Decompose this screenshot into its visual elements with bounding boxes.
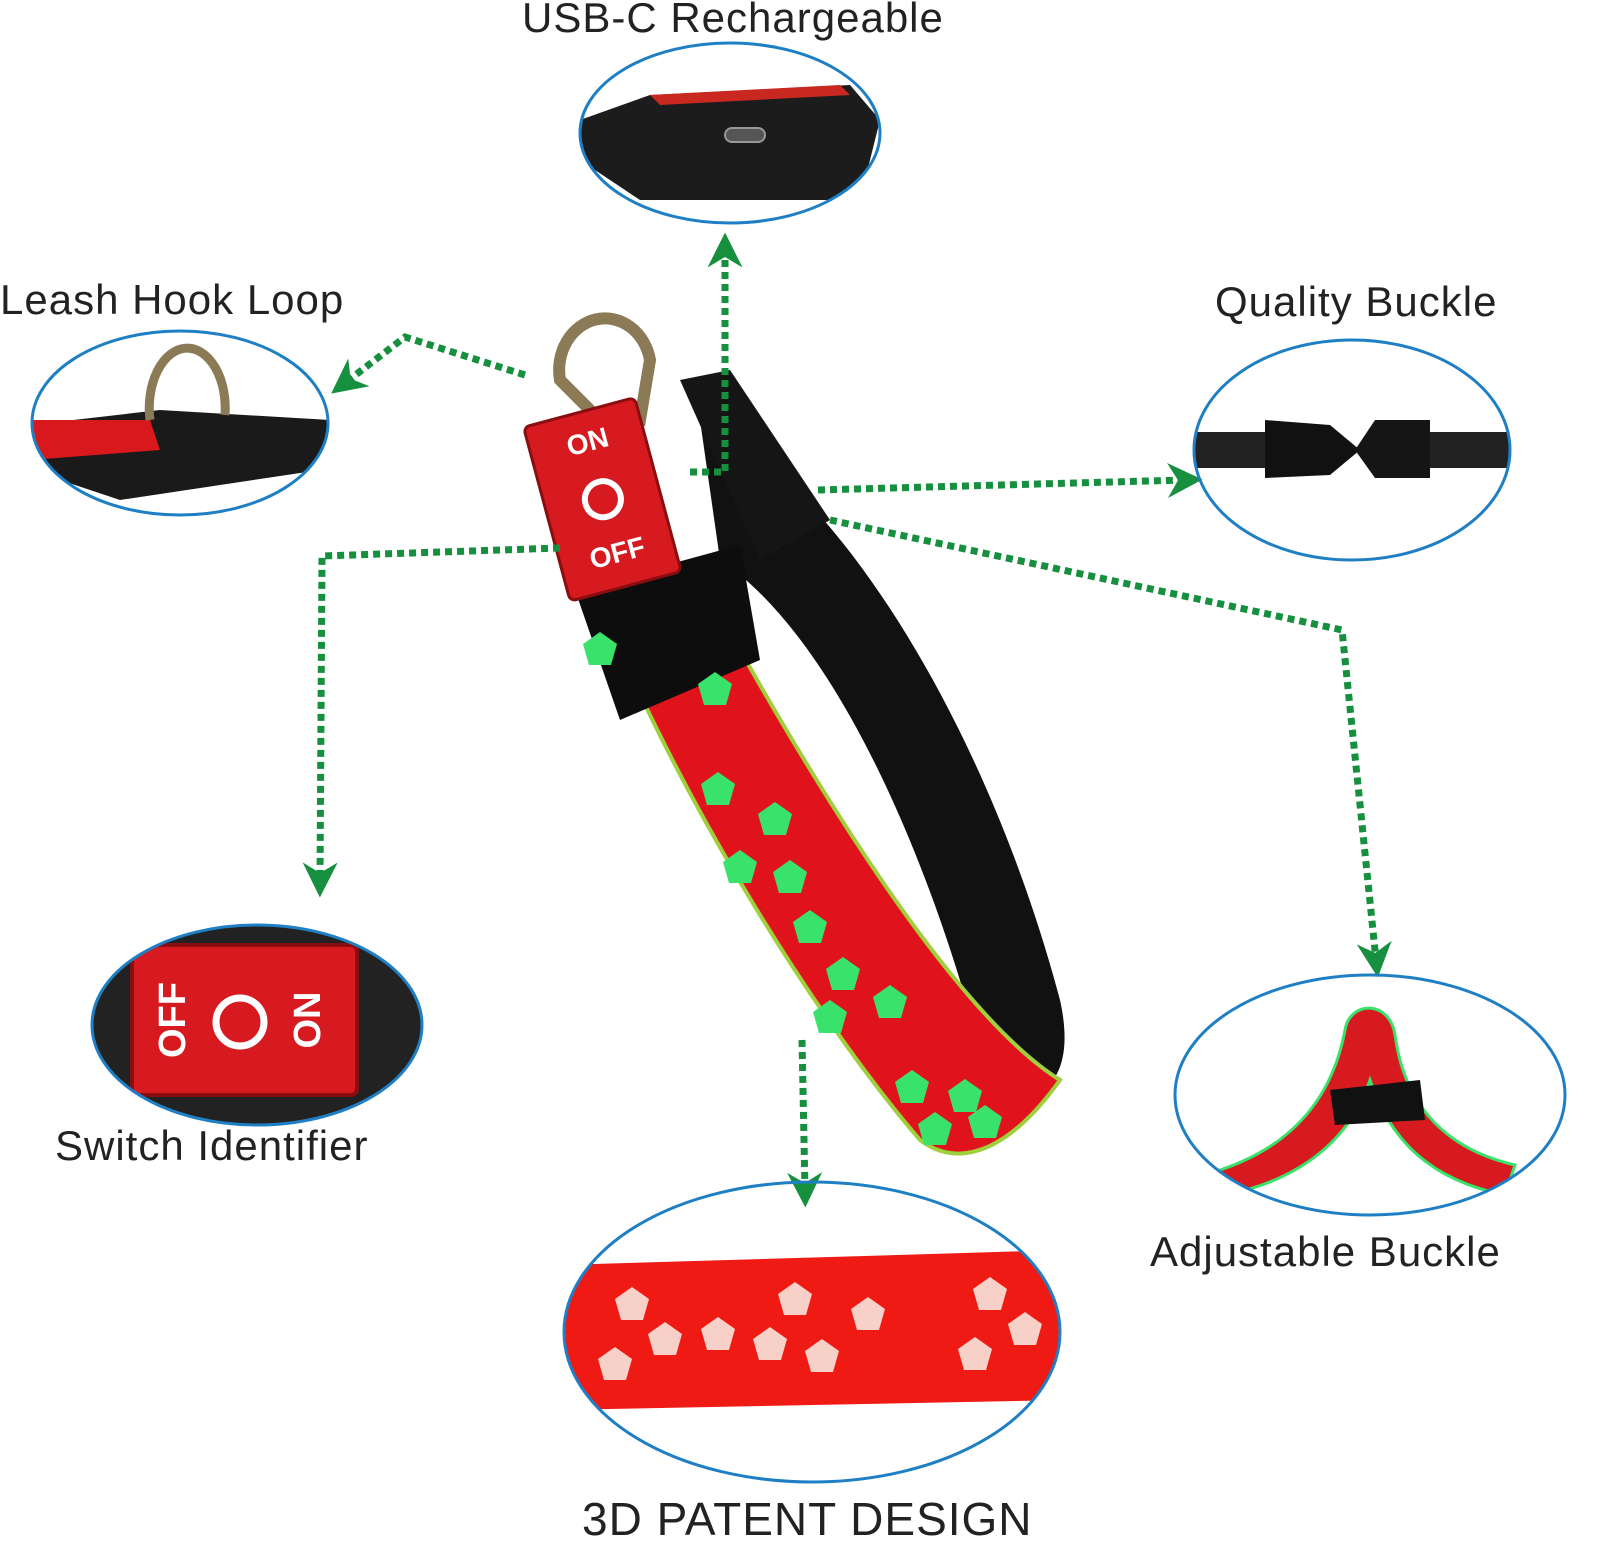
patent-detail-image bbox=[562, 1180, 1062, 1484]
adjustable-detail-image bbox=[1173, 973, 1567, 1217]
d-ring-icon bbox=[144, 343, 230, 421]
label-usb-c-rechargeable: USB-C Rechargeable bbox=[522, 0, 944, 41]
buckle-detail-image bbox=[1192, 338, 1512, 562]
switch-detail-image: OFF ON bbox=[90, 923, 424, 1127]
switch-tab: ON OFF bbox=[523, 397, 682, 602]
usb-c-port-icon bbox=[724, 127, 766, 143]
label-switch-identifier: Switch Identifier bbox=[55, 1122, 369, 1169]
label-leash-hook-loop: Leash Hook Loop bbox=[0, 276, 345, 323]
switch-off-text: OFF bbox=[152, 982, 194, 1058]
label-3d-patent-design: 3D PATENT DESIGN bbox=[582, 1493, 1033, 1545]
callout-arrows bbox=[302, 232, 1392, 1208]
usb-detail-image bbox=[578, 41, 882, 225]
power-switch-icon bbox=[212, 994, 268, 1050]
arrow-usb bbox=[690, 232, 743, 476]
arrow-switch bbox=[302, 544, 561, 898]
arrow-adjustable bbox=[829, 516, 1392, 978]
leash-detail-image bbox=[30, 329, 330, 517]
label-adjustable-buckle: Adjustable Buckle bbox=[1150, 1228, 1501, 1275]
arrow-patent bbox=[787, 1039, 823, 1208]
label-quality-buckle: Quality Buckle bbox=[1215, 278, 1498, 325]
d-ring bbox=[553, 312, 657, 426]
arrow-buckle bbox=[817, 462, 1203, 498]
main-collar-image: ON OFF bbox=[523, 312, 1065, 1156]
buckle-icon bbox=[1265, 420, 1360, 478]
arrow-leash bbox=[331, 333, 527, 394]
switch-on-text: ON bbox=[287, 992, 329, 1049]
